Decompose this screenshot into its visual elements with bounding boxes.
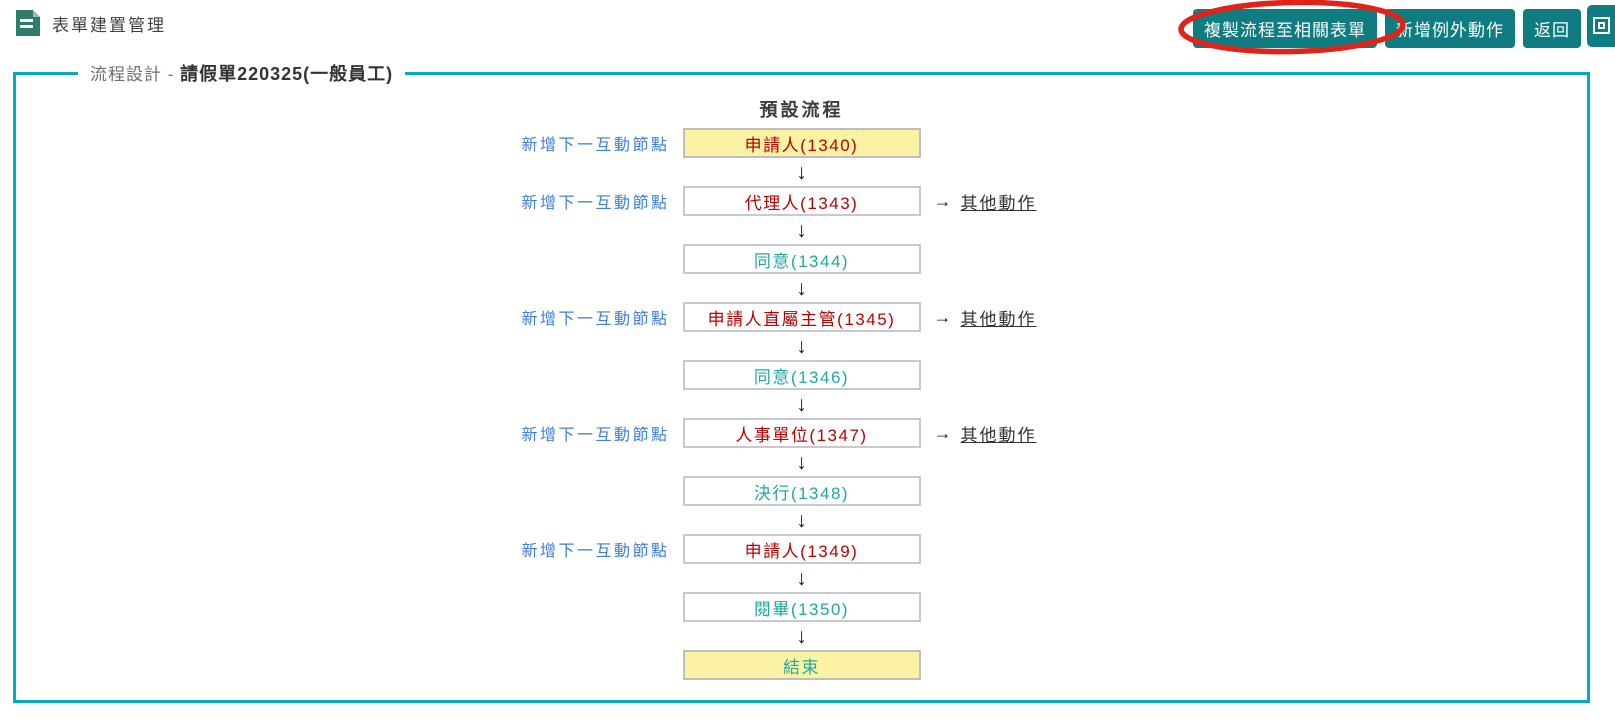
flow-node[interactable]: 同意(1346) — [682, 360, 921, 390]
flow-node[interactable]: 人事單位(1347) — [682, 418, 921, 448]
header: 表單建置管理 複製流程至相關表單 新增例外動作 返回 — [0, 0, 1615, 56]
down-arrow-icon: ↓ — [796, 624, 807, 648]
flow-arrow-row: ↓ — [16, 274, 1587, 302]
arrow-right-icon: → — [933, 307, 952, 327]
flow-diagram: 預設流程 新增下一互動節點 申請人(1340) ↓ 新增下一互動節點 代理人(1… — [16, 96, 1587, 680]
flow-node-row: 新增下一互動節點 申請人(1349) — [16, 534, 1587, 564]
other-action-link[interactable]: 其他動作 — [960, 425, 1037, 445]
add-exception-action-button[interactable]: 新增例外動作 — [1385, 9, 1515, 48]
flow-node-row: 結束 — [16, 650, 1587, 680]
arrow-right-icon: → — [933, 191, 952, 211]
flow-node[interactable]: 申請人(1340) — [682, 128, 921, 158]
flow-arrow-row: ↓ — [16, 390, 1587, 418]
add-next-node-link[interactable]: 新增下一互動節點 — [521, 137, 670, 154]
down-arrow-icon: ↓ — [796, 450, 807, 474]
add-next-node-link[interactable]: 新增下一互動節點 — [521, 195, 670, 212]
flow-design-panel: 流程設計 - 請假單220325(一般員工) 預設流程 新增下一互動節點 申請人… — [13, 60, 1590, 703]
panel-legend: 流程設計 - 請假單220325(一般員工) — [78, 60, 405, 86]
flow-node-row: 新增下一互動節點 申請人(1340) — [16, 128, 1587, 158]
flow-title: 預設流程 — [759, 100, 844, 120]
flow-node[interactable]: 結束 — [682, 650, 921, 680]
down-arrow-icon: ↓ — [796, 508, 807, 532]
flow-node[interactable]: 申請人直屬主管(1345) — [682, 302, 921, 332]
header-actions: 複製流程至相關表單 新增例外動作 返回 — [1178, 0, 1581, 55]
flow-node[interactable]: 同意(1344) — [682, 244, 921, 274]
flow-node-row: 閱畢(1350) — [16, 592, 1587, 622]
flow-arrow-row: ↓ — [16, 332, 1587, 360]
flow-arrow-row: ↓ — [16, 158, 1587, 186]
other-action: → 其他動作 — [934, 189, 1037, 214]
add-next-node-link[interactable]: 新增下一互動節點 — [521, 427, 670, 444]
add-next-node-link[interactable]: 新增下一互動節點 — [521, 543, 670, 560]
flow-node-row: 同意(1344) — [16, 244, 1587, 274]
flow-node-row: 同意(1346) — [16, 360, 1587, 390]
arrow-right-icon: → — [933, 423, 952, 443]
flow-node-row: 新增下一互動節點 申請人直屬主管(1345) → 其他動作 — [16, 302, 1587, 332]
flow-node[interactable]: 代理人(1343) — [682, 186, 921, 216]
other-action-link[interactable]: 其他動作 — [960, 309, 1037, 329]
other-action-link[interactable]: 其他動作 — [960, 193, 1037, 213]
flow-node-row: 新增下一互動節點 代理人(1343) → 其他動作 — [16, 186, 1587, 216]
flow-node-row: 新增下一互動節點 人事單位(1347) → 其他動作 — [16, 418, 1587, 448]
flow-arrow-row: ↓ — [16, 622, 1587, 650]
down-arrow-icon: ↓ — [796, 218, 807, 242]
flow-node[interactable]: 申請人(1349) — [682, 534, 921, 564]
add-next-node-link[interactable]: 新增下一互動節點 — [521, 311, 670, 328]
page-title: 表單建置管理 — [52, 15, 166, 35]
copy-flow-to-related-forms-button[interactable]: 複製流程至相關表單 — [1193, 9, 1377, 48]
down-arrow-icon: ↓ — [796, 392, 807, 416]
flow-node[interactable]: 決行(1348) — [682, 476, 921, 506]
panel-legend-prefix: 流程設計 - — [90, 65, 181, 84]
down-arrow-icon: ↓ — [796, 566, 807, 590]
panel-legend-form-name: 請假單220325(一般員工) — [180, 64, 394, 84]
flow-node[interactable]: 閱畢(1350) — [682, 592, 921, 622]
flow-arrow-row: ↓ — [16, 506, 1587, 534]
form-document-icon — [16, 10, 40, 36]
back-button[interactable]: 返回 — [1523, 9, 1581, 48]
down-arrow-icon: ↓ — [796, 334, 807, 358]
down-arrow-icon: ↓ — [796, 160, 807, 184]
other-action: → 其他動作 — [934, 421, 1037, 446]
down-arrow-icon: ↓ — [796, 276, 807, 300]
window-icon-button[interactable] — [1587, 5, 1615, 47]
flow-arrow-row: ↓ — [16, 448, 1587, 476]
window-icon — [1593, 17, 1610, 34]
other-action: → 其他動作 — [934, 305, 1037, 330]
flow-node-row: 決行(1348) — [16, 476, 1587, 506]
flow-arrow-row: ↓ — [16, 564, 1587, 592]
flow-arrow-row: ↓ — [16, 216, 1587, 244]
